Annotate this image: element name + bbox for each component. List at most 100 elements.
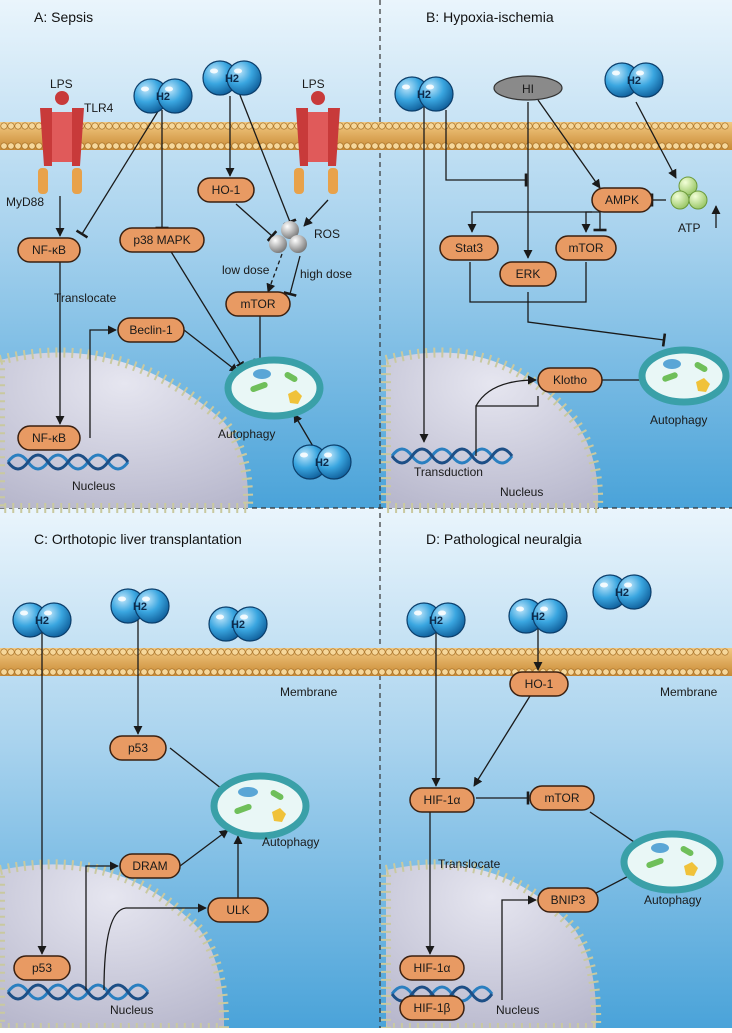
panel-d-title: D: Pathological neuralgia: [426, 531, 582, 547]
svg-text:p53: p53: [32, 961, 52, 975]
node-nfkb: NF-κB: [17, 237, 81, 263]
h2-molecule-d3: H2: [592, 574, 652, 610]
panel-b-title: B: Hypoxia-ischemia: [426, 9, 554, 25]
node-ampk: AMPK: [591, 187, 653, 213]
h2-molecule-a3: H2: [292, 444, 352, 480]
node-hif1a: HIF-1α: [409, 787, 475, 813]
ros-label: ROS: [314, 227, 340, 241]
dna-helix-c: [6, 983, 150, 1001]
h2-molecule-b1: H2: [394, 76, 454, 112]
h2-molecule-d2: H2: [508, 598, 568, 634]
nucleus-c: [0, 859, 230, 1033]
node-p38-mapk: p38 MAPK: [119, 227, 205, 253]
h2-molecule-c2: H2: [110, 588, 170, 624]
h2-label: H2: [156, 91, 170, 103]
svg-text:Stat3: Stat3: [455, 241, 483, 255]
svg-text:Klotho: Klotho: [553, 373, 587, 387]
svg-text:BNIP3: BNIP3: [551, 893, 586, 907]
h2-label: H2: [531, 611, 545, 623]
h2-label: H2: [35, 615, 49, 627]
svg-text:HO-1: HO-1: [212, 183, 241, 197]
lps-label-left: LPS: [50, 77, 73, 91]
autophagosome-a: [224, 356, 324, 420]
h2-molecule-a1: H2: [133, 78, 193, 114]
node-ho1-d: HO-1: [509, 671, 569, 697]
autophagosome-c: [210, 772, 310, 840]
translocate-label-a: Translocate: [54, 291, 117, 305]
ros-cluster: [269, 221, 307, 253]
svg-text:DRAM: DRAM: [132, 859, 167, 873]
lps-label-right: LPS: [302, 77, 325, 91]
node-mtor-d: mTOR: [529, 785, 595, 811]
h2-label: H2: [225, 73, 239, 85]
h2-molecule-b2: H2: [604, 62, 664, 98]
nucleus-label-c: Nucleus: [110, 1003, 153, 1017]
membrane-label-c: Membrane: [280, 685, 338, 699]
panel-c-title: C: Orthotopic liver transplantation: [34, 531, 242, 547]
h2-molecule-d1: H2: [406, 602, 466, 638]
myd88-label: MyD88: [6, 195, 44, 209]
membrane-top: [0, 122, 732, 150]
svg-text:HIF-1α: HIF-1α: [414, 961, 451, 975]
svg-text:NF-κB: NF-κB: [32, 243, 66, 257]
h2-label: H2: [315, 457, 329, 469]
svg-text:HI: HI: [522, 82, 534, 96]
svg-text:HIF-1α: HIF-1α: [424, 793, 461, 807]
node-bnip3: BNIP3: [537, 887, 599, 913]
high-dose-label: high dose: [300, 267, 352, 281]
hi-stimulus: HI: [493, 75, 563, 101]
autophagy-label-b: Autophagy: [650, 413, 707, 427]
node-beclin1: Beclin-1: [117, 317, 185, 343]
node-ulk: ULK: [207, 897, 269, 923]
tlr4-label: TLR4: [84, 101, 114, 115]
membrane-label-d: Membrane: [660, 685, 718, 699]
svg-text:AMPK: AMPK: [605, 193, 639, 207]
node-nfkb-nucleus: NF-κB: [17, 425, 81, 451]
svg-text:ULK: ULK: [226, 903, 249, 917]
autophagosome-b: [638, 346, 730, 406]
h2-label: H2: [231, 619, 245, 631]
h2-label: H2: [429, 615, 443, 627]
h2-label: H2: [627, 75, 641, 87]
node-p53: p53: [109, 735, 167, 761]
node-p53-nucleus: p53: [13, 955, 71, 981]
node-hif1b: HIF-1β: [399, 995, 465, 1021]
svg-text:mTOR: mTOR: [568, 241, 603, 255]
node-mtor-b: mTOR: [555, 235, 617, 261]
svg-text:p53: p53: [128, 741, 148, 755]
node-ho1-a: HO-1: [197, 177, 255, 203]
svg-text:mTOR: mTOR: [240, 297, 275, 311]
svg-text:mTOR: mTOR: [544, 791, 579, 805]
tlr4-receptor: [38, 91, 84, 194]
atp-cluster: [670, 176, 708, 210]
h2-molecule-a2: H2: [202, 60, 262, 96]
panel-a-title: A: Sepsis: [34, 9, 93, 25]
svg-text:HIF-1β: HIF-1β: [414, 1001, 451, 1015]
h2-molecule-c3: H2: [208, 606, 268, 642]
autophagy-label-d: Autophagy: [644, 893, 701, 907]
node-hif1a-nucleus: HIF-1α: [399, 955, 465, 981]
h2-label: H2: [615, 587, 629, 599]
node-mtor-a: mTOR: [225, 291, 291, 317]
h2-label: H2: [133, 601, 147, 613]
h2-label: H2: [417, 89, 431, 101]
svg-text:HO-1: HO-1: [525, 677, 554, 691]
dna-helix-b: [390, 447, 514, 465]
node-erk: ERK: [499, 261, 557, 287]
svg-text:NF-κB: NF-κB: [32, 431, 66, 445]
transduction-label: Transduction: [414, 465, 483, 479]
autophagosome-d: [620, 830, 724, 894]
translocate-label-d: Translocate: [438, 857, 501, 871]
node-klotho: Klotho: [537, 367, 603, 393]
svg-text:Beclin-1: Beclin-1: [129, 323, 173, 337]
nucleus-label-a: Nucleus: [72, 479, 115, 493]
membrane-bottom: [0, 648, 732, 676]
node-stat3: Stat3: [439, 235, 499, 261]
atp-label: ATP: [678, 221, 700, 235]
low-dose-label: low dose: [222, 263, 270, 277]
nucleus-label-d: Nucleus: [496, 1003, 539, 1017]
svg-text:p38 MAPK: p38 MAPK: [133, 233, 190, 247]
dna-helix-a: [6, 453, 130, 471]
autophagy-label-c: Autophagy: [262, 835, 319, 849]
